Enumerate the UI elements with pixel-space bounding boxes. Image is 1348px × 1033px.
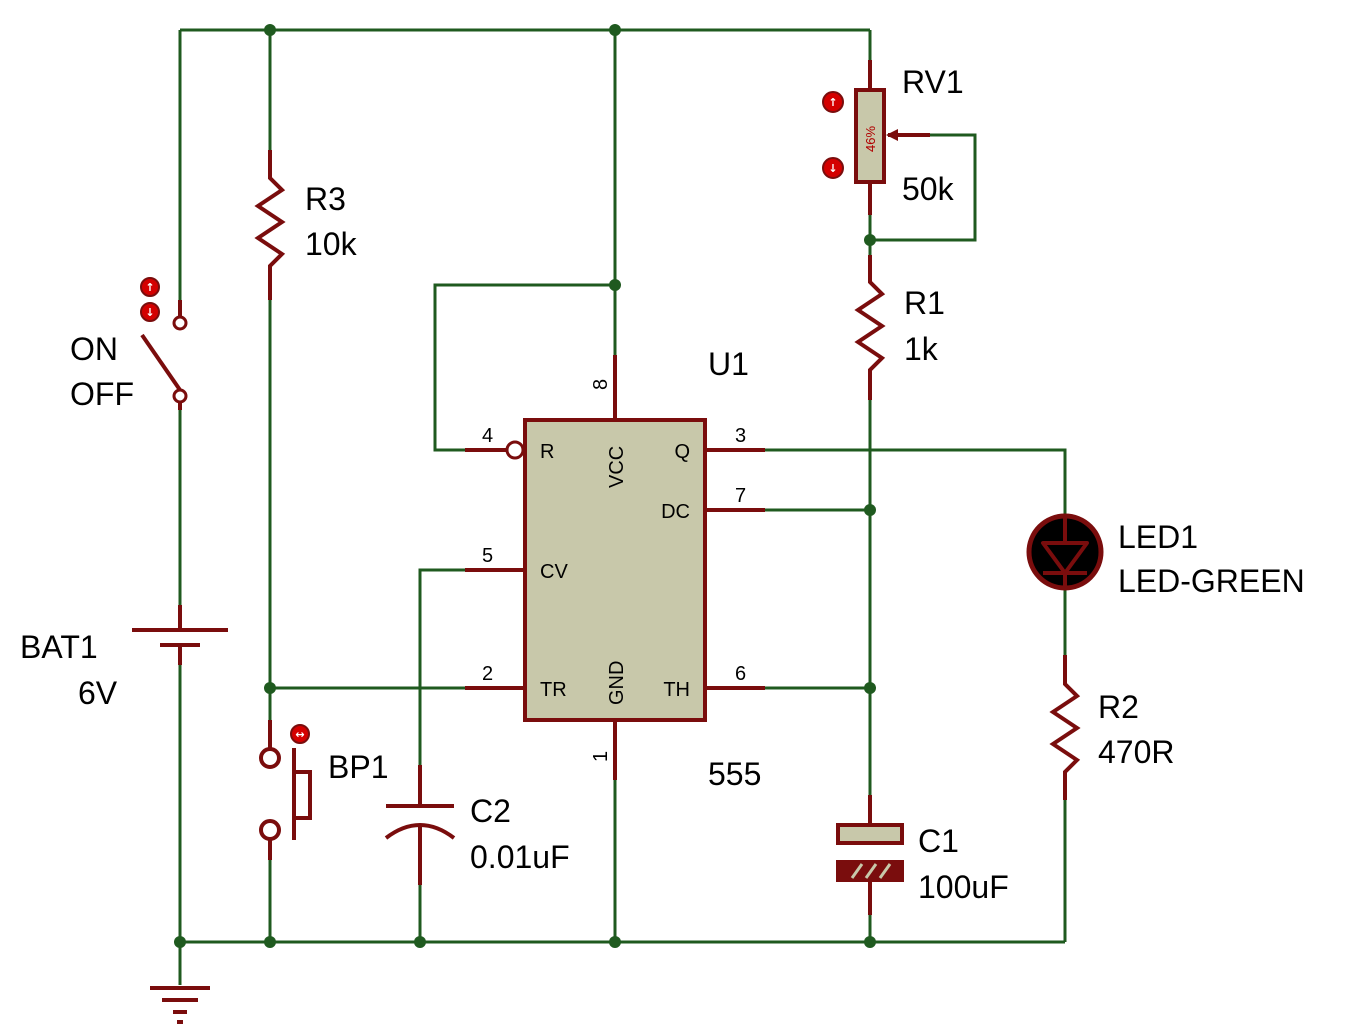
r2-value: 470R [1098, 734, 1175, 770]
svg-text:↓: ↓ [145, 306, 154, 319]
junctions [174, 24, 876, 948]
c2-ref: C2 [470, 793, 511, 829]
switch-up-button[interactable]: ↑ [140, 277, 160, 297]
junction-dot [864, 682, 876, 694]
wires [178, 28, 1067, 985]
pin-number-8: 8 [590, 379, 612, 390]
resistor-r1: R1 1k [854, 255, 945, 400]
resistor-r2: R2 470R [1049, 655, 1175, 800]
on-off-switch[interactable]: ↑ ↓ ON OFF [70, 277, 188, 412]
u1-value: 555 [708, 756, 761, 792]
pin-number-4: 4 [482, 425, 493, 447]
reset-wire [433, 283, 615, 452]
r3-value: 10k [305, 226, 358, 262]
capacitor-c2: C2 0.01uF [384, 765, 570, 885]
switch-on-label: ON [70, 331, 118, 367]
cv-wire [418, 568, 465, 765]
led-led1: LED1 LED-GREEN [1026, 513, 1305, 599]
junction-dot [414, 936, 426, 948]
rv1-increase-button[interactable]: ↑ [822, 91, 844, 113]
battery-value: 6V [78, 675, 118, 711]
pin-label-r: R [540, 441, 554, 463]
u1-ref: U1 [708, 346, 749, 382]
r1-value: 1k [904, 331, 939, 367]
rv1-decrease-button[interactable]: ↓ [822, 157, 844, 179]
pin-label-vcc: VCC [606, 446, 628, 488]
ic-body [523, 418, 707, 722]
pin-label-cv: CV [540, 561, 568, 583]
junction-dot [864, 936, 876, 948]
junction-dot [609, 24, 621, 36]
potentiometer-rv1[interactable]: 46% ↑ ↓ RV1 50k [822, 60, 964, 215]
led1-value: LED-GREEN [1118, 563, 1305, 599]
svg-text:↑: ↑ [145, 281, 154, 294]
resistor-r3: R3 10k [254, 150, 358, 300]
junction-dot [609, 936, 621, 948]
junction-dot [609, 279, 621, 291]
junction-dot [264, 936, 276, 948]
pin-label-gnd: GND [606, 661, 628, 705]
pin-number-6: 6 [735, 663, 746, 685]
bp1-ref: BP1 [328, 749, 388, 785]
pin-label-dc: DC [661, 501, 690, 523]
led1-ref: LED1 [1118, 519, 1198, 555]
pin-label-th: TH [663, 679, 690, 701]
bp1-toggle-button[interactable]: ↔ [290, 724, 310, 744]
r2-ref: R2 [1098, 689, 1139, 725]
pushbutton-bp1[interactable]: ↔ BP1 [259, 720, 388, 860]
rv1-ref: RV1 [902, 64, 964, 100]
pin-number-3: 3 [735, 425, 746, 447]
capacitor-c1: C1 100uF [836, 795, 1009, 915]
svg-text:↑: ↑ [828, 96, 837, 109]
pin-label-q: Q [674, 441, 690, 463]
pin-number-7: 7 [735, 485, 746, 507]
pin-number-5: 5 [482, 545, 493, 567]
battery-ref: BAT1 [20, 629, 98, 665]
rv1-value: 50k [902, 171, 955, 207]
svg-text:↓: ↓ [828, 162, 837, 175]
rv1-setting: 46% [863, 126, 878, 152]
junction-dot [174, 936, 186, 948]
junction-dot [264, 24, 276, 36]
pin-number-2: 2 [482, 663, 493, 685]
ic-555-u1: R Q DC CV TR TH VCC GND 4 5 2 3 7 6 8 1 … [465, 346, 765, 792]
ground-symbol [150, 986, 210, 1024]
junction-dot [864, 504, 876, 516]
pin-label-tr: TR [540, 679, 567, 701]
junction-dot [264, 682, 276, 694]
output-wire [765, 448, 1067, 515]
c1-value: 100uF [918, 869, 1009, 905]
c1-ref: C1 [918, 823, 959, 859]
pin-number-1: 1 [590, 751, 612, 762]
battery-bat1: BAT1 6V [20, 605, 228, 711]
switch-down-button[interactable]: ↓ [140, 302, 160, 322]
r1-ref: R1 [904, 285, 945, 321]
rv1-wiper-wire [870, 133, 977, 242]
svg-text:↔: ↔ [295, 728, 304, 741]
c2-value: 0.01uF [470, 839, 570, 875]
junction-dot [864, 234, 876, 246]
switch-off-label: OFF [70, 376, 134, 412]
r3-ref: R3 [305, 181, 346, 217]
